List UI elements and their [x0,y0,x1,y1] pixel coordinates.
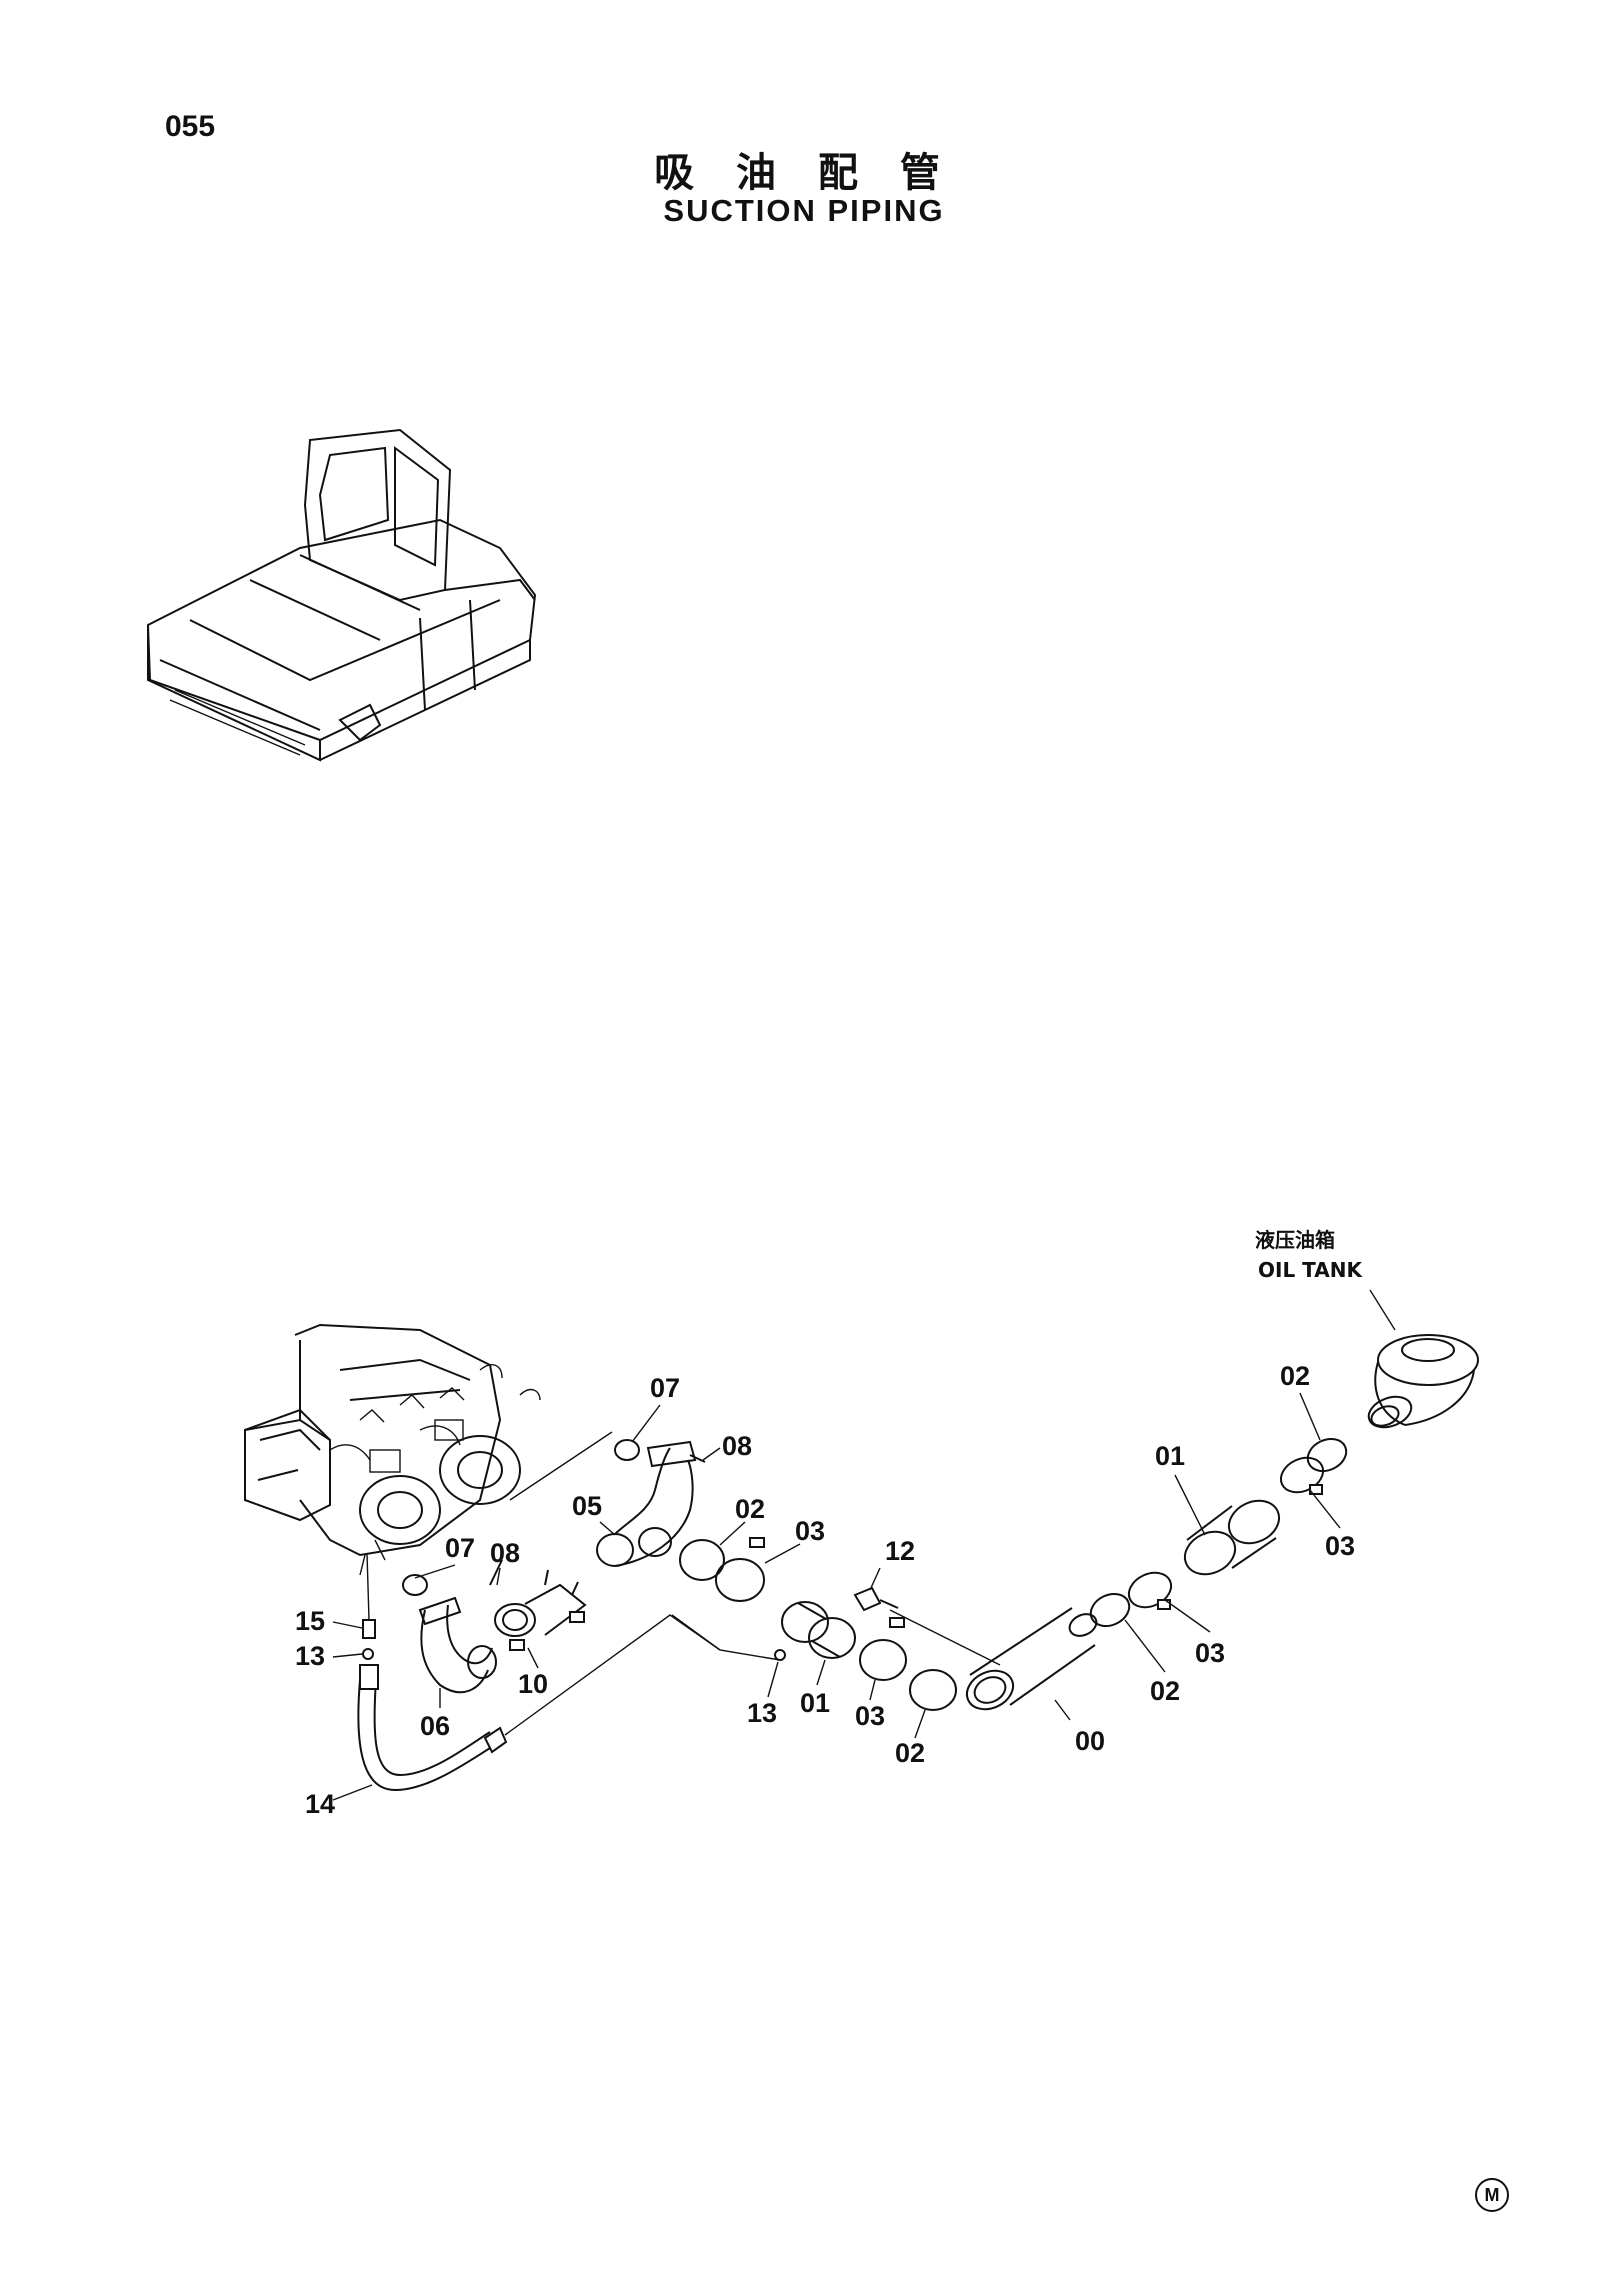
leader-02-left [719,1521,746,1546]
oil-tank-outlet-icon [1367,1334,1479,1429]
hose-01-right-icon [1183,1499,1281,1576]
pipe-00-icon [965,1607,1098,1721]
page-number: 055 [165,110,216,143]
callout-05: 05 [572,1491,602,1521]
callout-08-upper: 08 [722,1431,752,1461]
callout-03-right: 03 [1195,1638,1225,1668]
callout-07-lower: 07 [445,1533,475,1563]
hose-01-mid-icon [781,1601,856,1659]
callout-07-upper: 07 [650,1373,680,1403]
callout-10: 10 [518,1669,548,1699]
callout-02-mid: 02 [895,1738,925,1768]
leader-07-lower [414,1564,456,1579]
oil-tank-chinese-label: 液压油箱 [1255,1228,1335,1252]
leader-10 [527,1647,539,1669]
clamp-03-left-screw-icon [749,1537,765,1548]
clamp-02-mid-icon [909,1669,957,1711]
leader-02-right [1124,1619,1166,1673]
bolt-08-upper-icon [689,1454,706,1463]
callout-06: 06 [420,1711,450,1741]
clamp-02-tank-icon [1306,1437,1348,1473]
leader-01-right [1174,1474,1206,1536]
leader-02-mid [914,1709,926,1739]
leader-05 [599,1521,616,1536]
clamp-02-right-icon [1089,1592,1131,1628]
callout-13-mid: 13 [747,1698,777,1728]
pump-assembly-icon [244,1323,541,1576]
clamp-03-tank-screw-icon [1309,1484,1323,1495]
callout-03-mid: 03 [855,1701,885,1731]
oil-tank-english-label: OIL TANK [1258,1258,1363,1282]
corner-mark: M [1475,2178,1509,2212]
o-ring-07-upper-leader-line [509,1431,613,1501]
o-ring-07-upper-icon [614,1439,640,1461]
leader-02-tank [1299,1392,1321,1441]
excavator-overview-icon [146,428,537,762]
clamp-03-mid-screw-icon [889,1617,905,1628]
leader-03-mid [869,1679,876,1701]
clamp-03-mid-icon [859,1639,907,1681]
elbow-06-icon [418,1596,497,1694]
callout-03-tank: 03 [1325,1531,1355,1561]
leader-08-upper [702,1447,721,1461]
clamp-03-right-screw-icon [1157,1599,1171,1610]
callout-02-tank: 02 [1280,1361,1310,1391]
clamp-02-left-icon [679,1539,725,1581]
hose-14-leader-line [504,1614,721,1736]
leader-03-left [764,1543,801,1564]
leader-13-mid [767,1661,779,1698]
o-ring-07-lower-icon [402,1574,428,1596]
leader-12 [869,1567,881,1591]
fitting-15-leader-line [366,1552,370,1621]
callout-01-mid: 01 [800,1688,830,1718]
hose-14-icon [357,1664,508,1792]
leader-03-tank [1309,1489,1341,1529]
callout-03-left: 03 [795,1516,825,1546]
elbow-05-icon [596,1440,697,1567]
callout-01-right: 01 [1155,1441,1185,1471]
clamp-03-right-icon [1127,1571,1173,1609]
clamp-03-left-icon [715,1558,765,1602]
bolt-08-lower-icon [489,1559,503,1586]
leader-08-lower [496,1567,501,1586]
plug-13-mid-leader-line [671,1614,781,1661]
callout-14: 14 [305,1789,335,1819]
callout-12: 12 [885,1536,915,1566]
callout-08-lower: 08 [490,1538,520,1568]
leader-15 [332,1621,363,1629]
leader-14 [332,1784,373,1801]
fitting-15-icon [362,1619,376,1639]
leader-13-left [332,1653,363,1658]
callout-15: 15 [295,1606,325,1636]
callout-02-left: 02 [735,1494,765,1524]
callout-02-right: 02 [1150,1676,1180,1706]
title-chinese: 吸 油 配 管 [654,150,954,196]
leader-07-upper [631,1404,661,1443]
title-english: SUCTION PIPING [663,193,945,228]
callout-13-left: 13 [295,1641,325,1671]
fitting-12-leader-line [889,1609,1001,1666]
plug-13-left-icon [362,1648,374,1660]
callout-00: 00 [1075,1726,1105,1756]
leader-03-right [1164,1599,1211,1633]
clamp-03-tank-icon [1279,1456,1325,1494]
fitting-12-icon [853,1586,899,1612]
plug-13-mid-icon [774,1649,786,1661]
leader-01-mid [816,1659,826,1686]
oil-tank-leader-line [1369,1289,1396,1331]
adapter-10-icon [494,1569,587,1651]
